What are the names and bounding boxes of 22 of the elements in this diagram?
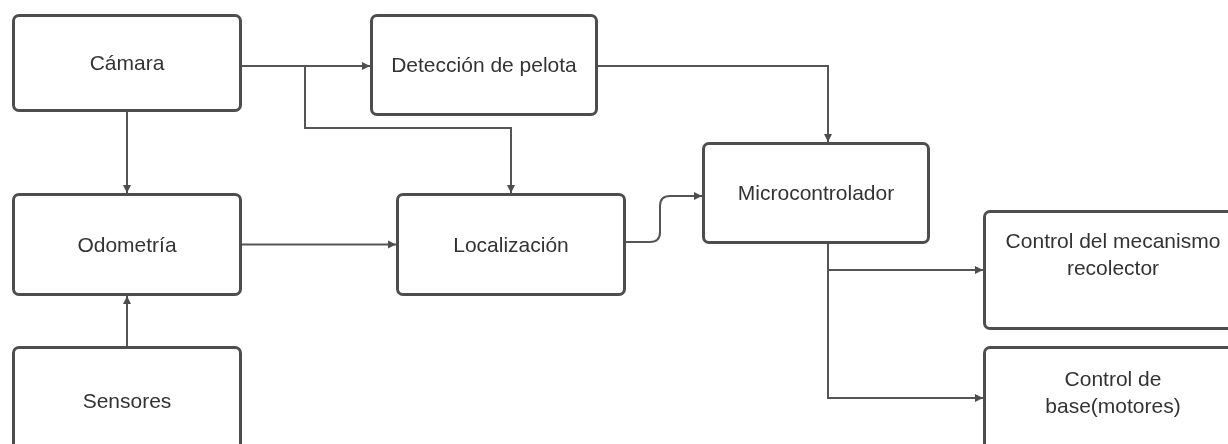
arrow bbox=[827, 243, 984, 402]
process-box bbox=[983, 346, 1228, 444]
node-label: Odometría bbox=[76, 231, 178, 258]
process-box bbox=[370, 14, 598, 116]
process-box bbox=[396, 193, 626, 296]
node-label: Microcontrolador bbox=[736, 180, 896, 207]
arrow bbox=[123, 295, 131, 347]
node-label: Control del mecanismo recolector bbox=[1004, 228, 1222, 282]
arrow bbox=[241, 240, 397, 249]
arrow bbox=[625, 192, 703, 243]
process-box bbox=[12, 14, 242, 112]
arrow bbox=[597, 65, 832, 143]
node-label: Localización bbox=[452, 231, 570, 258]
process-box bbox=[702, 142, 930, 244]
node-label: Detección de pelota bbox=[390, 52, 578, 79]
arrow bbox=[123, 111, 131, 194]
process-box bbox=[983, 210, 1228, 330]
node-label: Control de base(motores) bbox=[1044, 366, 1182, 420]
node-label: Cámara bbox=[88, 50, 166, 77]
node-label: Sensores bbox=[81, 388, 173, 415]
process-box bbox=[12, 346, 242, 444]
process-box bbox=[12, 193, 242, 296]
